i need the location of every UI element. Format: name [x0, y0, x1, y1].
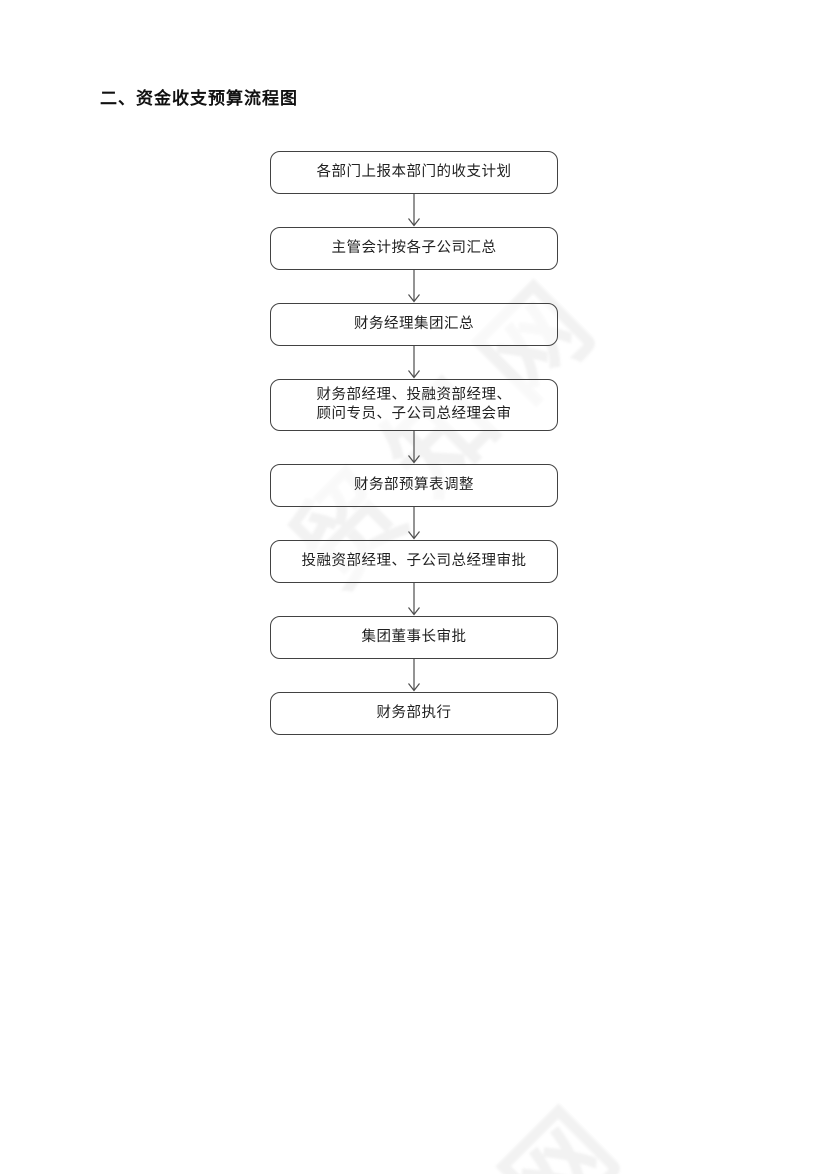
arrow-down-icon [406, 346, 422, 379]
flow-step-4: 财务部经理、投融资部经理、 顾问专员、子公司总经理会审 [270, 379, 558, 431]
flowchart: 各部门上报本部门的收支计划 主管会计按各子公司汇总 财务经理集团汇总 财务部经理… [270, 151, 558, 735]
watermark-bottom: 贸知网 [277, 1052, 664, 1174]
flow-step-3: 财务经理集团汇总 [270, 303, 558, 346]
flow-step-6: 投融资部经理、子公司总经理审批 [270, 540, 558, 583]
arrow-down-icon [406, 194, 422, 227]
flow-step-1: 各部门上报本部门的收支计划 [270, 151, 558, 194]
flow-step-7: 集团董事长审批 [270, 616, 558, 659]
arrow-down-icon [406, 583, 422, 616]
arrow-down-icon [406, 659, 422, 692]
arrow-down-icon [406, 507, 422, 540]
flow-step-8: 财务部执行 [270, 692, 558, 735]
flow-step-2: 主管会计按各子公司汇总 [270, 227, 558, 270]
flow-step-5: 财务部预算表调整 [270, 464, 558, 507]
arrow-down-icon [406, 270, 422, 303]
page-title: 二、资金收支预算流程图 [100, 89, 298, 108]
arrow-down-icon [406, 431, 422, 464]
